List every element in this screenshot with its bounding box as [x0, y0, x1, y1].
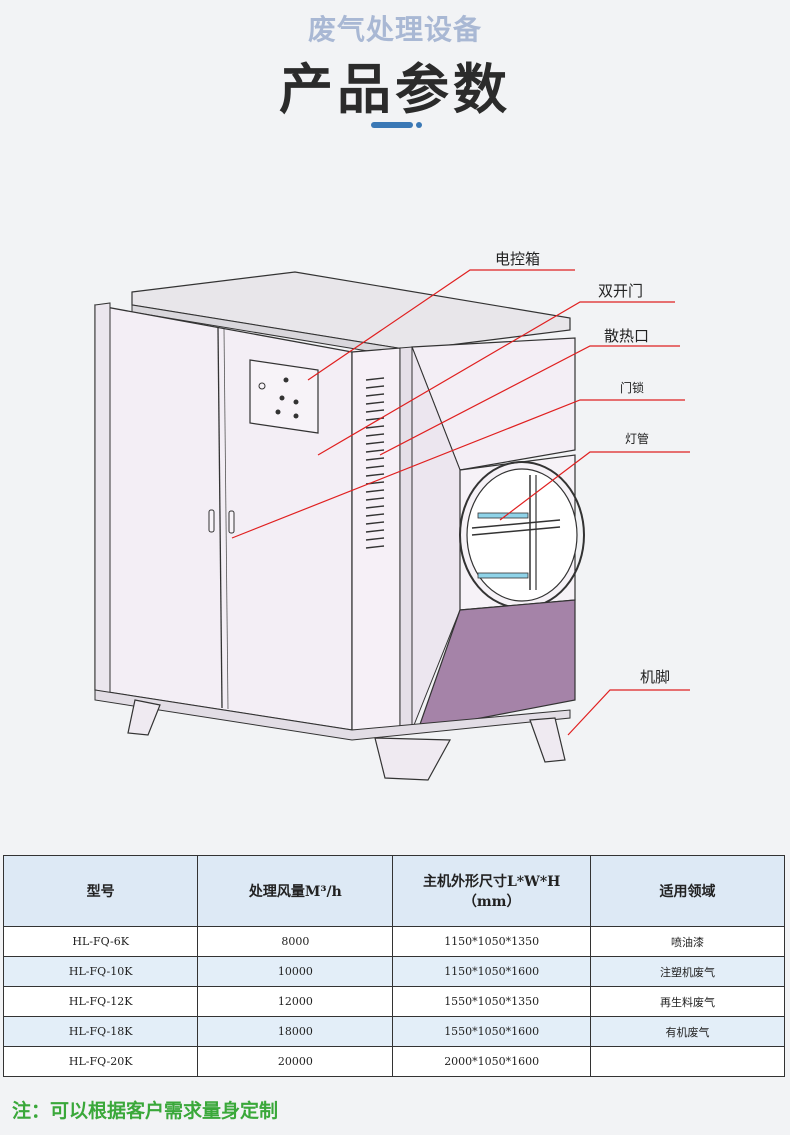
callout-control-box: 电控箱 — [495, 250, 541, 268]
customization-note: 注：可以根据客户需求量身定制 — [12, 1100, 279, 1122]
spec-table-header-row: 型号 处理风量M³/h 主机外形尺寸L*W*H （mm） 适用领域 — [2, 855, 786, 927]
cell-model: HL-FQ-6K — [2, 926, 199, 957]
table-row: HL-FQ-20K 20000 2000*1050*1600 — [2, 1046, 786, 1077]
cell-model: HL-FQ-10K — [2, 956, 199, 987]
cell-airflow: 8000 — [197, 926, 394, 957]
header-size: 主机外形尺寸L*W*H （mm） — [392, 855, 591, 927]
cell-size: 1550*1050*1350 — [392, 986, 591, 1017]
title-underline — [371, 122, 413, 128]
equipment-illustration: 电控箱 双开门 散热口 门锁 灯管 机脚 — [0, 230, 790, 810]
cell-model: HL-FQ-12K — [2, 986, 199, 1017]
cell-application: 再生料废气 — [589, 986, 786, 1017]
header-size-line2: （mm） — [462, 894, 521, 910]
header-size-line1: 主机外形尺寸L*W*H — [422, 874, 561, 890]
equipment-drawing — [94, 269, 690, 781]
callout-line-rules — [470, 269, 675, 303]
spec-table: 型号 处理风量M³/h 主机外形尺寸L*W*H （mm） 适用领域 HL-FQ-… — [2, 855, 786, 1077]
cell-size: 1150*1050*1350 — [392, 926, 591, 957]
callout-lamp-tube: 灯管 — [625, 432, 650, 446]
table-row: HL-FQ-10K 10000 1150*1050*1600 注塑机废气 — [2, 956, 786, 987]
header-application: 适用领域 — [589, 855, 786, 927]
title-underline-dot — [416, 122, 422, 128]
callout-door-lock: 门锁 — [620, 381, 645, 395]
cell-airflow: 18000 — [197, 1016, 394, 1047]
page-title: 产品参数 — [279, 58, 511, 121]
cell-size: 1150*1050*1600 — [392, 956, 591, 987]
page-subtitle: 废气处理设备 — [307, 13, 482, 46]
cell-size: 1550*1050*1600 — [392, 1016, 591, 1047]
header-airflow: 处理风量M³/h — [197, 855, 394, 927]
callout-double-door: 双开门 — [598, 282, 644, 300]
cell-airflow: 20000 — [197, 1046, 394, 1077]
cell-application: 有机废气 — [589, 1016, 786, 1047]
callout-vent: 散热口 — [604, 327, 650, 345]
table-row: HL-FQ-12K 12000 1550*1050*1350 再生料废气 — [2, 986, 786, 1017]
cell-size: 2000*1050*1600 — [392, 1046, 591, 1077]
callout-machine-feet: 机脚 — [640, 668, 671, 686]
cell-model: HL-FQ-20K — [2, 1046, 199, 1077]
table-row: HL-FQ-6K 8000 1150*1050*1350 喷油漆 — [2, 926, 786, 957]
cell-airflow: 10000 — [197, 956, 394, 987]
cell-application — [589, 1046, 786, 1077]
table-row: HL-FQ-18K 18000 1550*1050*1600 有机废气 — [2, 1016, 786, 1047]
cell-application: 喷油漆 — [589, 926, 786, 957]
cell-application: 注塑机废气 — [589, 956, 786, 987]
header-model: 型号 — [2, 855, 199, 927]
cell-model: HL-FQ-18K — [2, 1016, 199, 1047]
vent-slots — [365, 377, 385, 549]
cell-airflow: 12000 — [197, 986, 394, 1017]
